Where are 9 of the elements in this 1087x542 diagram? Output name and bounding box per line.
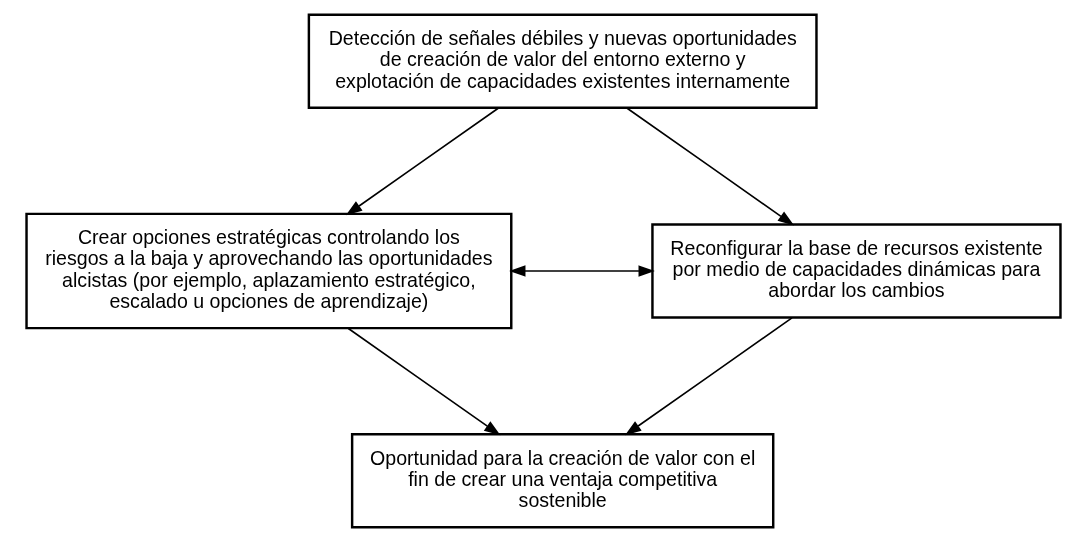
arrow <box>345 107 500 216</box>
node-box: Detección de señales débiles y nuevas oportunidades de creación de valor del entorno externo y explotación de capacidades existentes internamente <box>307 13 818 109</box>
node-box: Crear opciones estratégicas controlando los riesgos a la baja y aprovechando las oportunidades alcistas (por ejemplo, aplazamiento estratégico, escalado u opciones de aprendizaje) <box>25 212 513 330</box>
node-box: Oportunidad para la creación de valor con el fin de crear una ventaja competitiva sostenible <box>350 433 775 529</box>
arrow <box>625 317 793 436</box>
arrow <box>347 327 501 436</box>
arrow <box>626 107 795 226</box>
arrow <box>509 265 655 277</box>
node-box: Reconfigurar la base de recursos existente por medio de capacidades dinámicas para abordar los cambios <box>651 223 1062 319</box>
